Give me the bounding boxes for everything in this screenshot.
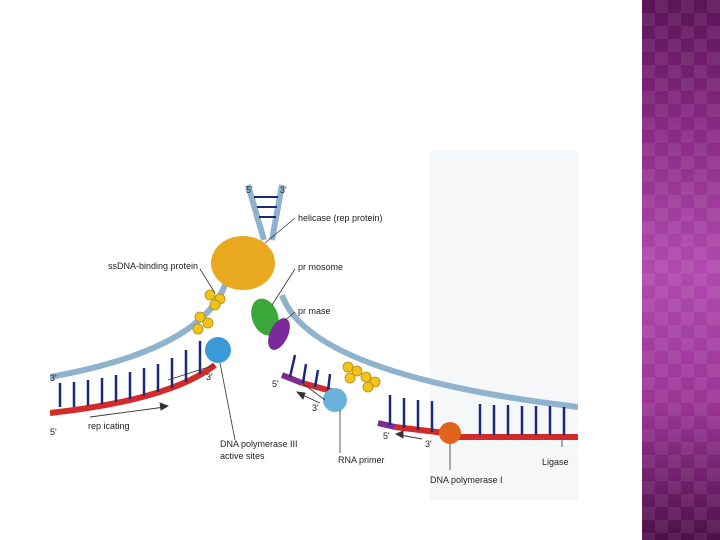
label-helicase: helicase (rep protein) [298, 213, 383, 223]
dna-polymerase-i [439, 422, 461, 444]
parental-duplex [245, 184, 285, 241]
end-top-5: 5' [246, 185, 253, 195]
label-primosome: pr mosome [298, 262, 343, 272]
background-shade [430, 150, 578, 500]
label-dna-pol-i: DNA polymerase I [430, 475, 503, 485]
label-dna-pol-iii: DNA polymerase III [220, 439, 298, 449]
end-lag-5b: 5' [383, 431, 390, 441]
leading-new-strand [50, 362, 217, 416]
label-replicating: rep icating [88, 421, 130, 431]
dna-polymerase-iii-leading [205, 337, 231, 363]
replication-fork-diagram: helicase (rep protein) pr mosome pr mase… [50, 145, 578, 500]
ssb-proteins-left [192, 289, 226, 335]
end-lag-5a: 5' [272, 379, 279, 389]
lagging-template-strand [279, 293, 578, 410]
end-left-3: 3' [50, 373, 57, 383]
arrows [89, 391, 423, 440]
decorative-side-panel [642, 0, 720, 540]
replication-fork-svg: helicase (rep protein) pr mosome pr mase… [50, 150, 578, 500]
end-lag-3a: 3' [312, 403, 319, 413]
dna-polymerase-iii-lagging [323, 388, 347, 412]
label-dna-pol-iii-line2: active sites [220, 451, 265, 461]
lagging-base-pairs [288, 354, 566, 435]
okazaki-fragment-1-primer [280, 372, 304, 386]
primosome-protein [251, 298, 279, 336]
leader-lines [167, 217, 563, 470]
label-primase: pr mase [298, 306, 331, 316]
end-lag-3b: 3' [425, 439, 432, 449]
primase-protein [268, 318, 290, 350]
leading-base-pairs [58, 341, 202, 407]
ssb-proteins-right [342, 361, 381, 393]
label-ssb: ssDNA-binding protein [108, 261, 198, 271]
helicase-protein [211, 236, 275, 290]
end-mid-3: 3' [206, 372, 213, 382]
label-rna-primer: RNA primer [338, 455, 385, 465]
end-left-5: 5' [50, 427, 57, 437]
end-top-3: 3' [280, 185, 287, 195]
label-ligase: Ligase [542, 457, 569, 467]
okazaki-fragment-2-primer [377, 420, 396, 430]
